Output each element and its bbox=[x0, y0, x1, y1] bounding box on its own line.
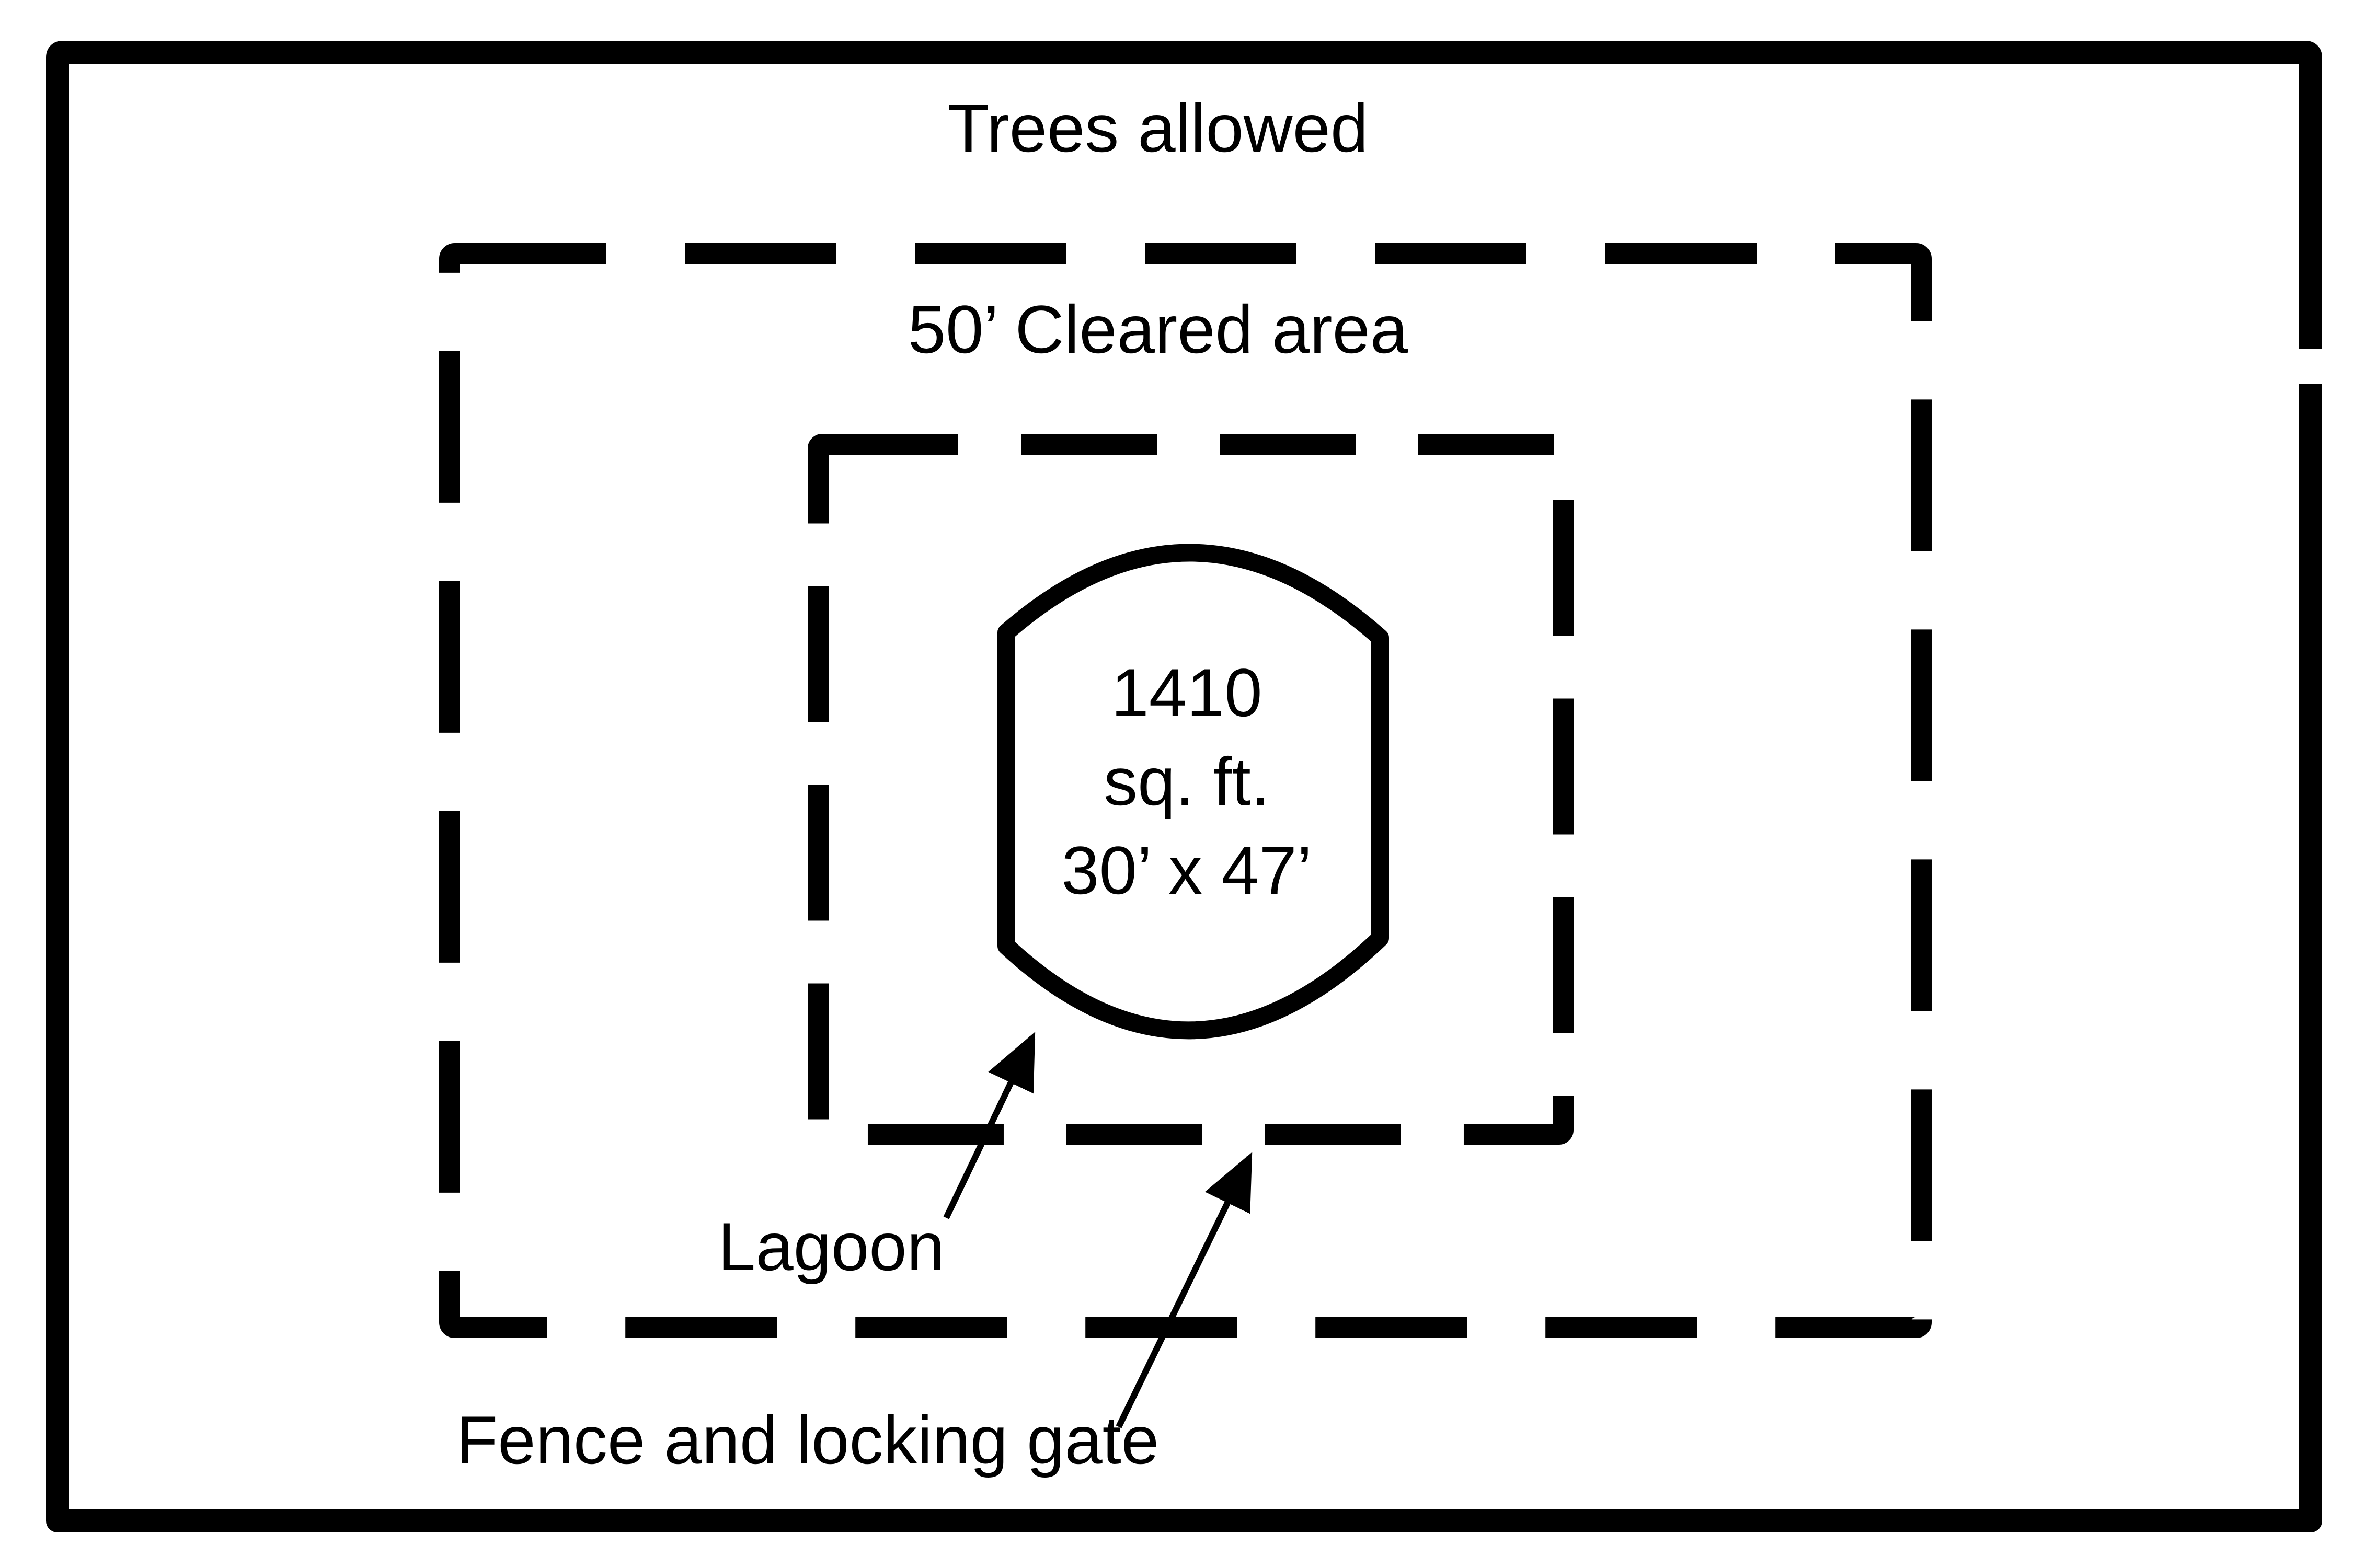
lagoon-arrow bbox=[943, 1032, 1036, 1219]
lagoon-label: Lagoon bbox=[718, 1208, 945, 1285]
lagoon-outline bbox=[997, 544, 1389, 1040]
lagoon-dimensions: 30’ x 47’ bbox=[1061, 832, 1312, 908]
trees-allowed-label: Trees allowed bbox=[948, 90, 1368, 166]
lagoon-area-unit: sq. ft. bbox=[1104, 743, 1270, 820]
cleared-area-label: 50’ Cleared area bbox=[908, 291, 1408, 367]
fence-label: Fence and locking gate bbox=[456, 1402, 1159, 1478]
cleared-area-boundary bbox=[439, 243, 1932, 1338]
lagoon-area-number: 1410 bbox=[1111, 654, 1262, 731]
outer-boundary bbox=[46, 41, 2322, 1532]
fence-boundary bbox=[808, 434, 1574, 1145]
fence-arrow bbox=[1116, 1152, 1253, 1428]
